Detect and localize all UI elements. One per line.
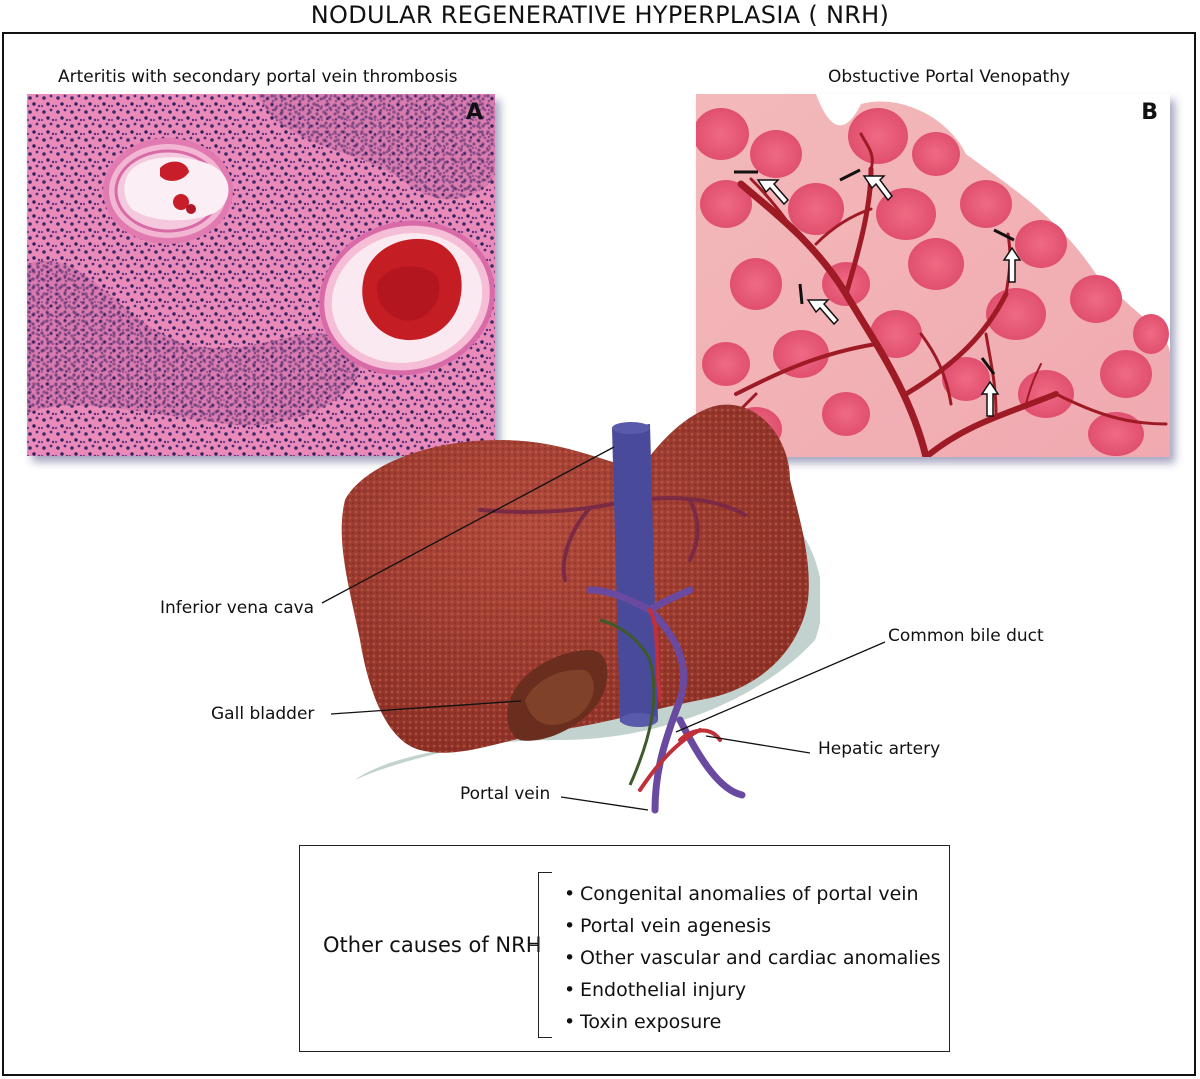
cause-item: Congenital anomalies of portal vein	[564, 878, 940, 910]
cause-item: Endothelial injury	[564, 974, 940, 1006]
leader-hepatic-artery	[706, 736, 810, 753]
label-common-bile-duct: Common bile duct	[888, 626, 1044, 646]
cause-item: Other vascular and cardiac anomalies	[564, 942, 940, 974]
other-causes-title: Other causes of NRH	[323, 932, 542, 958]
leader-bile-duct	[676, 642, 885, 732]
cause-item: Toxin exposure	[564, 1006, 940, 1038]
label-portal-vein: Portal vein	[460, 784, 550, 804]
cause-item: Portal vein agenesis	[564, 910, 940, 942]
other-causes-box: Other causes of NRH Congenital anomalies…	[299, 845, 950, 1052]
bracket	[538, 872, 552, 1038]
other-causes-list: Congenital anomalies of portal vein Port…	[564, 878, 940, 1038]
leader-ivc	[322, 447, 614, 603]
label-inferior-vena-cava: Inferior vena cava	[160, 598, 314, 618]
leader-gall-bladder	[331, 701, 521, 714]
label-gall-bladder: Gall bladder	[211, 704, 314, 724]
label-hepatic-artery: Hepatic artery	[818, 739, 940, 759]
leader-portal-vein	[561, 797, 648, 810]
